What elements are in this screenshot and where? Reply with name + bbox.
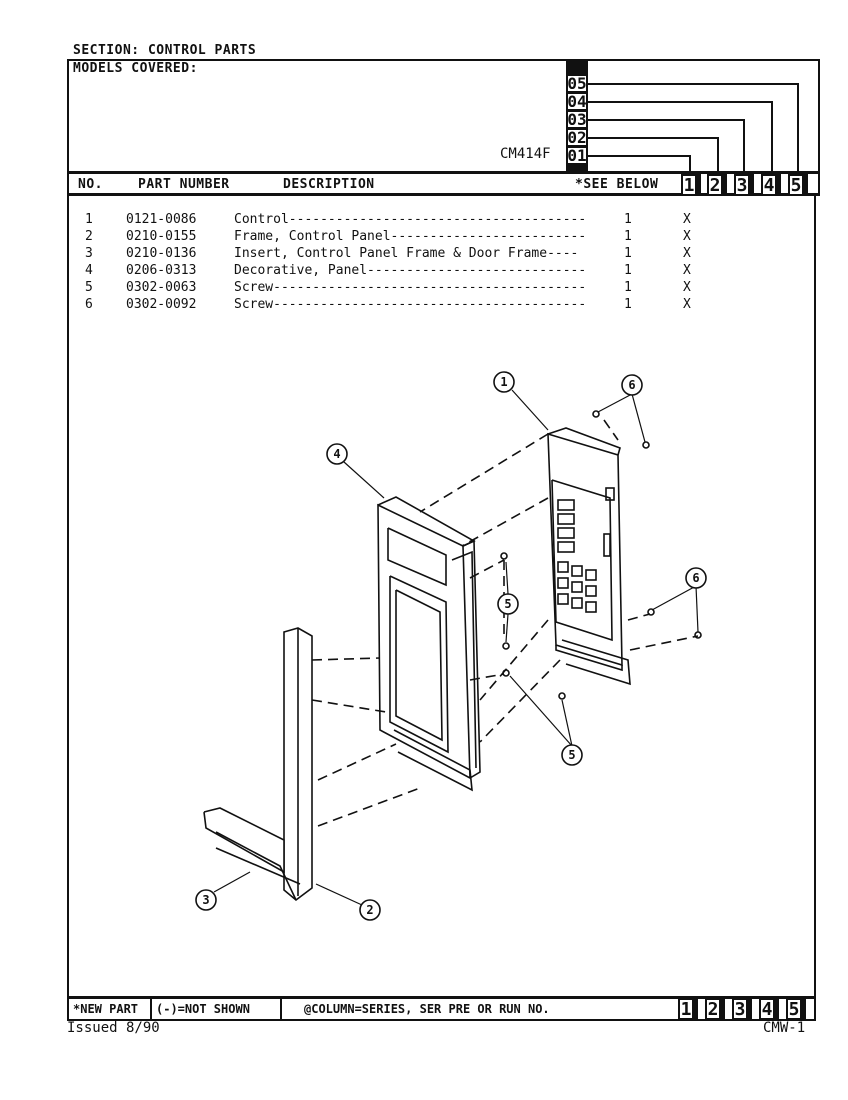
assembly-lines <box>311 419 699 827</box>
part-description: Insert, Control Panel Frame & Door Frame… <box>234 246 579 261</box>
callout-5: 5 <box>504 597 511 611</box>
col-number-4: 4 <box>761 174 781 196</box>
col-description: DESCRIPTION <box>283 177 375 192</box>
part-number: 0302-0063 <box>126 280 197 295</box>
part-number: 0210-0155 <box>126 229 197 244</box>
part-no: 2 <box>85 229 93 244</box>
control-board <box>547 427 631 686</box>
issued-date: Issued 8/90 <box>67 1020 160 1036</box>
part-number: 0302-0092 <box>126 297 197 312</box>
series-leader-lines <box>588 83 799 176</box>
footer-bar <box>67 997 816 1021</box>
callout-leaders <box>213 389 699 906</box>
control-panel-frame <box>203 627 313 902</box>
part-description: Screw-----------------------------------… <box>234 280 587 295</box>
part-mark: X <box>683 246 691 261</box>
callout-3: 3 <box>202 893 209 907</box>
part-qty: 1 <box>624 229 632 244</box>
part-no: 5 <box>85 280 93 295</box>
part-number: 0121-0086 <box>126 212 197 227</box>
part-mark: X <box>683 263 691 278</box>
series-label-03: 03 <box>567 109 587 129</box>
col-number-5: 5 <box>788 174 808 196</box>
callout-6b: 6 <box>692 571 699 585</box>
part-qty: 1 <box>624 297 632 312</box>
col-part-number: PART NUMBER <box>138 177 230 192</box>
part-number: 0206-0313 <box>126 263 197 278</box>
part-mark: X <box>683 212 691 227</box>
part-description: Frame, Control Panel--------------------… <box>234 229 587 244</box>
callout-4: 4 <box>333 447 340 461</box>
part-no: 1 <box>85 212 93 227</box>
part-qty: 1 <box>624 246 632 261</box>
series-label-04: 04 <box>567 91 587 111</box>
models-covered-label: MODELS COVERED: <box>73 61 198 76</box>
part-description: Screw-----------------------------------… <box>234 297 587 312</box>
col-see-below: *SEE BELOW <box>575 177 659 192</box>
col-number-1: 1 <box>681 174 701 196</box>
model-name: CM414F <box>500 146 551 162</box>
series-label-05: 05 <box>567 73 587 93</box>
exploded-diagram: 1 6 4 5 6 5 3 2 <box>195 371 707 921</box>
part-description: Decorative, Panel-----------------------… <box>234 263 587 278</box>
decorative-panel <box>377 496 481 792</box>
part-number: 0210-0136 <box>126 246 197 261</box>
part-qty: 1 <box>624 212 632 227</box>
column-header-bar <box>67 172 820 196</box>
footer-column-note: @COLUMN=SERIES, SER PRE OR RUN NO. <box>304 1002 550 1016</box>
callout-5b: 5 <box>568 748 575 762</box>
parts-list: 1 0121-0086 Control---------------------… <box>0 212 848 322</box>
section-title: SECTION: CONTROL PARTS <box>73 43 257 58</box>
footer-col-2: 2 <box>705 998 725 1020</box>
part-mark: X <box>683 297 691 312</box>
part-mark: X <box>683 280 691 295</box>
part-mark: X <box>683 229 691 244</box>
part-no: 4 <box>85 263 93 278</box>
series-label-01: 01 <box>567 145 587 165</box>
footer-new-part: *NEW PART <box>69 998 152 1020</box>
part-qty: 1 <box>624 263 632 278</box>
series-label-02: 02 <box>567 127 587 147</box>
callout-2: 2 <box>366 903 373 917</box>
callout-6: 6 <box>628 378 635 392</box>
footer-col-3: 3 <box>732 998 752 1020</box>
part-description: Control---------------------------------… <box>234 212 587 227</box>
footer-not-shown: (-)=NOT SHOWN <box>152 998 282 1020</box>
col-number-2: 2 <box>707 174 727 196</box>
page-code: CMW-1 <box>763 1020 806 1036</box>
part-no: 6 <box>85 297 93 312</box>
col-number-3: 3 <box>734 174 754 196</box>
col-no: NO. <box>78 177 103 192</box>
footer-col-4: 4 <box>759 998 779 1020</box>
footer-col-1: 1 <box>678 998 698 1020</box>
part-qty: 1 <box>624 280 632 295</box>
callout-1: 1 <box>500 375 507 389</box>
callout-circles <box>195 371 707 921</box>
footer-col-5: 5 <box>786 998 806 1020</box>
part-no: 3 <box>85 246 93 261</box>
